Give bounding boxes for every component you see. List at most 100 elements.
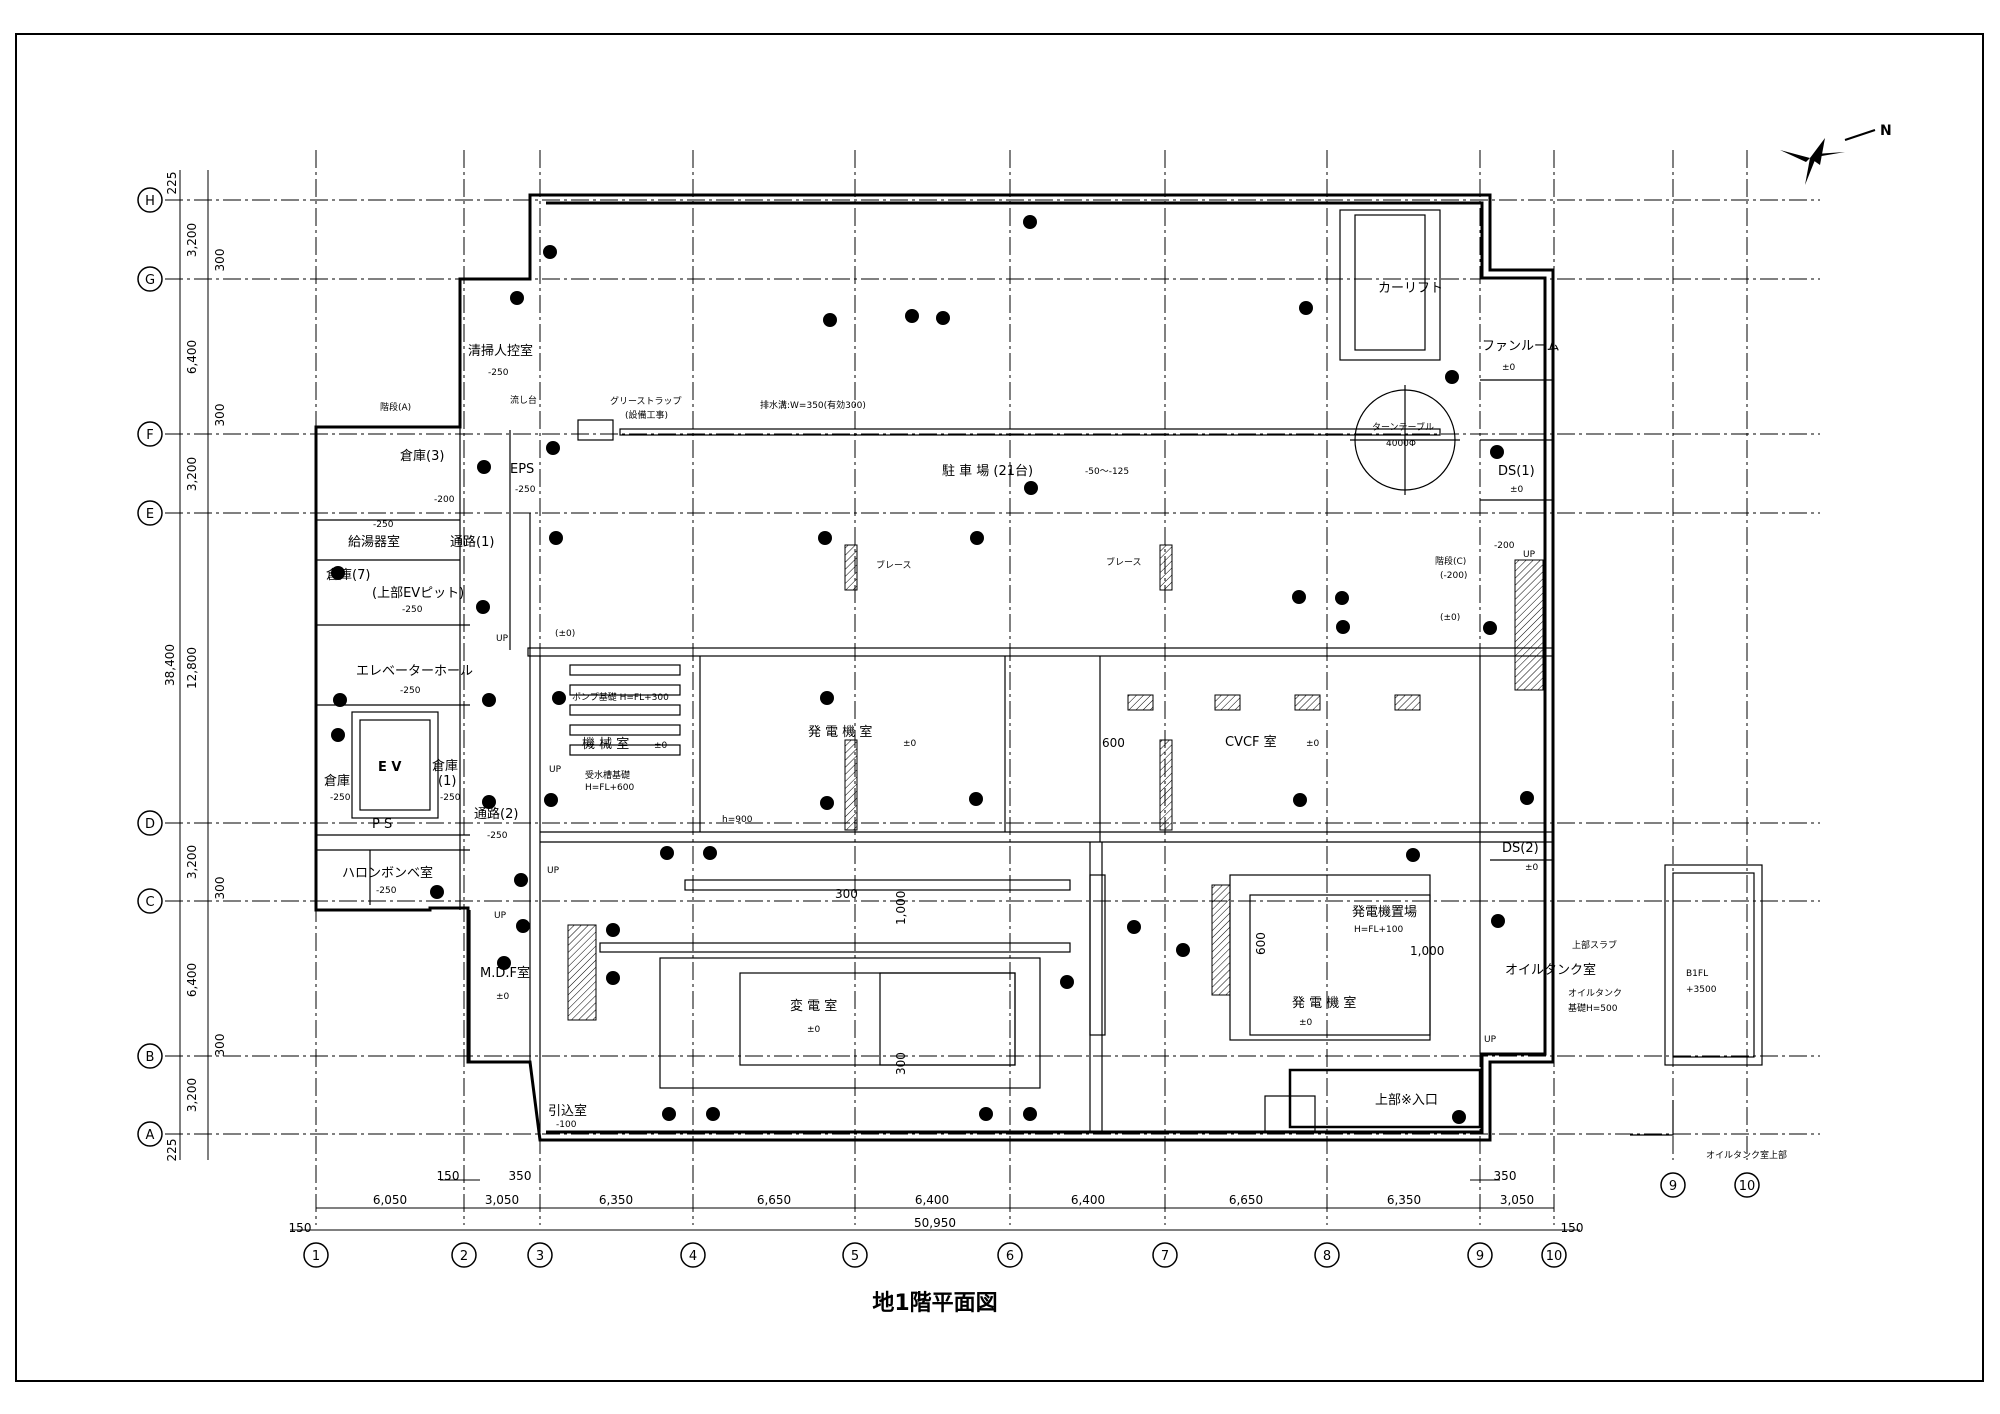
room-halon-level: -250: [376, 886, 397, 896]
annex-col-label-10: 10: [1739, 1179, 1756, 1194]
row-label-f: F: [146, 428, 153, 443]
dim-small-g: 300: [213, 249, 227, 272]
row-label-d: D: [145, 817, 155, 832]
label-up-5: UP: [1523, 550, 1536, 560]
room-upper-entrance: 上部※入口: [1375, 1093, 1438, 1108]
room-ev-hall: エレベーターホール: [356, 664, 473, 679]
dim-row-f-e: 3,200: [185, 457, 199, 491]
col-label-4: 4: [689, 1249, 697, 1264]
label-kaidan-c-200: -200: [1494, 541, 1515, 551]
dim-600-b: 600: [1102, 736, 1125, 750]
dim-span-4-5: 6,650: [757, 1193, 791, 1207]
label-turntable: ターンテーブル: [1372, 421, 1434, 433]
room-hatsuden-1: 発 電 機 室: [808, 724, 872, 740]
room-mdf: M.D.F室: [480, 965, 530, 981]
row-label-c: C: [145, 895, 154, 910]
label-turntable-size: 4000Φ: [1386, 439, 1416, 449]
room-souko3: 倉庫(3): [400, 449, 444, 464]
drawing-title: 地1階平面図: [872, 1291, 997, 1316]
room-b1fl-level: +3500: [1686, 985, 1717, 995]
annex-col-label-9: 9: [1669, 1179, 1677, 1194]
room-eps: EPS: [510, 462, 534, 477]
dim-row-e-d: 12,800: [185, 647, 199, 689]
dim-row-b-a: 3,200: [185, 1078, 199, 1112]
room-parking-level: -50～-125: [1085, 467, 1129, 477]
label-oiltank-base: オイルタンク: [1568, 988, 1622, 999]
room-souko7: 倉庫(7): [326, 568, 370, 583]
room-hatsuden-1-level: ±0: [903, 739, 917, 749]
dim-span-5-6: 6,400: [915, 1193, 949, 1207]
room-seisou-level: -250: [488, 368, 509, 378]
label-up-6: UP: [1484, 1035, 1497, 1045]
room-halon: ハロンボンベ室: [342, 865, 433, 881]
col-label-5: 5: [851, 1249, 859, 1264]
label-jusui-height: H=FL+600: [585, 783, 634, 793]
room-mdf-level: ±0: [496, 992, 510, 1002]
dim-row-d-c: 3,200: [185, 845, 199, 879]
dim-offset-3: 350: [509, 1169, 532, 1183]
dim-1000-b: 1,000: [1410, 944, 1444, 958]
misc-dimensions: 300 1,000 300 600 1,000 600 h=900: [722, 736, 1444, 1075]
dim-small-b: 300: [213, 1034, 227, 1057]
room-ev-pit-level: -250: [402, 605, 423, 615]
north-label: N: [1880, 123, 1892, 139]
label-drain: 排水溝:W=350(有効300): [760, 399, 866, 411]
row-label-g: G: [145, 273, 155, 288]
label-oiltank-upper: オイルタンク室上部: [1706, 1149, 1787, 1161]
dim-row-top-edge: 225: [165, 172, 179, 195]
label-up-4: UP: [549, 765, 562, 775]
row-label-b: B: [146, 1050, 155, 1065]
dim-span-6-7: 6,400: [1071, 1193, 1105, 1207]
col-label-7: 7: [1161, 1249, 1169, 1264]
label-jusui: 受水槽基礎: [585, 769, 630, 781]
label-pm0-a: (±0): [555, 629, 575, 639]
label-grease-sub: (設備工事): [625, 409, 668, 421]
label-nagashi: 流し台: [510, 394, 537, 406]
col-label-6: 6: [1006, 1249, 1014, 1264]
row-axis-bubbles: H G F E D C B A: [137, 187, 163, 1147]
row-label-e: E: [146, 507, 154, 522]
col-label-1: 1: [312, 1249, 320, 1264]
room-hatsuden-2: 発 電 機 室: [1292, 995, 1356, 1011]
room-ds1: DS(1): [1498, 464, 1535, 479]
label-pump: ポンプ基礎 H=FL+300: [572, 691, 669, 703]
dim-span-7-8: 6,650: [1229, 1193, 1263, 1207]
room-ev: E V: [378, 760, 401, 775]
label-kaidan-c: 階段(C): [1435, 555, 1466, 567]
dim-span-8-9: 6,350: [1387, 1193, 1421, 1207]
label-oiltank-base-height: 基礎H=500: [1568, 1002, 1618, 1014]
dim-600-a: 600: [1254, 932, 1268, 955]
room-ev-pit: (上部EVピット): [372, 586, 464, 601]
label-kaidan-a: 階段(A): [380, 401, 411, 413]
dim-row-h-g: 3,200: [185, 223, 199, 257]
north-arrow-icon: N: [1780, 123, 1892, 185]
row-label-h: H: [145, 194, 155, 209]
equipment-hatching: [567, 544, 1544, 1021]
col-label-2: 2: [460, 1249, 468, 1264]
room-tsuro1: 通路(1): [450, 534, 494, 550]
dim-span-2-3: 3,050: [485, 1193, 519, 1207]
label-brace-1: ブレース: [876, 559, 912, 571]
horizontal-dimensions: 6,050 3,050 6,350 6,650 6,400 6,400 6,65…: [289, 1169, 1584, 1235]
room-kikai: 機 械 室: [582, 736, 629, 752]
dim-1000-a: 1,000: [894, 891, 908, 925]
dim-total-height: 38,400: [163, 644, 177, 686]
label-kaidan-c-level: (-200): [1440, 571, 1467, 581]
vertical-dimensions: 225 3,200 6,400 3,200 12,800 3,200 6,400…: [163, 170, 227, 1161]
room-eps-level: -250: [515, 485, 536, 495]
room-kyuto: 給湯器室: [348, 534, 400, 550]
sheet-border: [15, 33, 1984, 1382]
room-ev-hall-level: -250: [400, 686, 421, 696]
label-up-2: UP: [494, 911, 507, 921]
dim-row-bottom-edge: 225: [165, 1139, 179, 1162]
room-henden-level: ±0: [807, 1025, 821, 1035]
label-grease: グリーストラップ: [610, 395, 682, 407]
room-hikikomi: 引込室: [548, 1103, 587, 1119]
dim-edge-left: 150: [289, 1221, 312, 1235]
col-label-3: 3: [536, 1249, 544, 1264]
room-hatsuden-okiba-height: H=FL+100: [1354, 925, 1403, 935]
dim-row-c-b: 6,400: [185, 963, 199, 997]
dim-300-b: 300: [894, 1052, 908, 1075]
room-hikikomi-level: -100: [556, 1120, 577, 1130]
